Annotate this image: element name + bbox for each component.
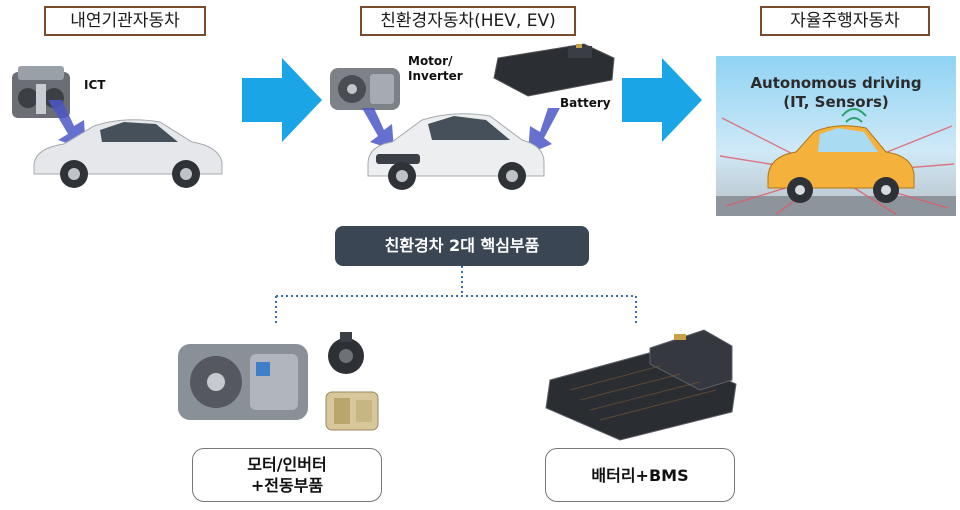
battery-parts-line1: 배터리+BMS xyxy=(591,465,689,485)
flow-arrow-icon xyxy=(362,108,394,150)
arrow-right-icon xyxy=(622,58,702,142)
flow-arrow-icon xyxy=(528,108,560,154)
motor-inverter-illustration xyxy=(178,344,308,420)
motor-label-line1: Motor/ xyxy=(408,54,453,68)
autonomous-label-line2: (IT, Sensors) xyxy=(783,93,889,111)
arrow-right-icon xyxy=(242,58,322,142)
sedan-car-illustration xyxy=(33,119,223,188)
ict-label: ICT xyxy=(84,78,106,92)
stage-title-ice: 내연기관자동차 xyxy=(44,6,206,36)
battery-bms-box: 배터리+BMS xyxy=(545,448,735,502)
autonomous-car-illustration xyxy=(716,56,956,216)
engine-illustration xyxy=(12,66,70,118)
motor-label-line2: Inverter xyxy=(408,69,463,83)
hatchback-car-illustration xyxy=(367,113,545,190)
motor-inverter-parts-box: 모터/인버터 +전동부품 xyxy=(192,448,382,502)
motor-parts-line2: +전동부품 xyxy=(250,476,324,495)
pump-illustration xyxy=(328,332,364,374)
motor-parts-line1: 모터/인버터 xyxy=(247,455,327,474)
stage-title-eco: 친환경자동차(HEV, EV) xyxy=(360,6,576,36)
motor-illustration xyxy=(330,68,400,110)
autonomous-label-line1: Autonomous driving xyxy=(750,74,922,92)
autonomous-label: Autonomous driving (IT, Sensors) xyxy=(728,74,944,112)
stage-title-auto: 자율주행자동차 xyxy=(760,6,930,36)
compressor-illustration xyxy=(325,391,379,431)
motor-inverter-label: Motor/ Inverter xyxy=(408,54,463,84)
core-parts-title: 친환경차 2대 핵심부품 xyxy=(335,226,589,266)
battery-label: Battery xyxy=(560,96,611,110)
connector-lines xyxy=(275,266,637,326)
battery-pack-small-illustration xyxy=(493,43,615,97)
battery-pack-illustration xyxy=(545,329,737,441)
